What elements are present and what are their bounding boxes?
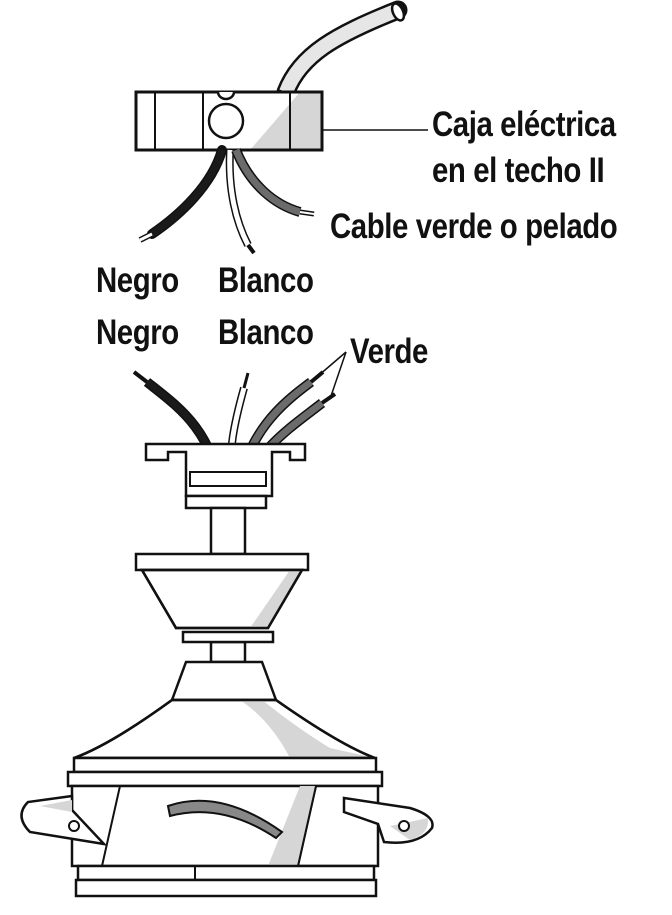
green-label-pointers <box>317 351 347 397</box>
canopy <box>134 552 310 644</box>
label-ground-wire: Cable verde o pelado <box>330 207 618 246</box>
label-ceiling-box-line2: en el techo II <box>432 151 605 190</box>
label-black-house: Negro <box>96 261 179 300</box>
downrod <box>209 506 247 664</box>
supply-cable <box>276 0 408 102</box>
blade-bracket-right <box>342 796 434 844</box>
mounting-bracket <box>144 442 307 510</box>
label-black-fan: Negro <box>96 313 179 352</box>
motor-slot <box>166 799 284 840</box>
ceiling-electrical-box <box>134 90 324 152</box>
label-white-house: Blanco <box>218 261 314 300</box>
blade-bracket-left <box>20 794 108 846</box>
house-wires <box>138 145 315 255</box>
label-white-fan: Blanco <box>218 313 314 352</box>
motor-housing <box>66 660 384 898</box>
label-ceiling-box-line1: Caja eléctrica <box>432 105 616 144</box>
label-green-fan: Verde <box>350 332 429 371</box>
